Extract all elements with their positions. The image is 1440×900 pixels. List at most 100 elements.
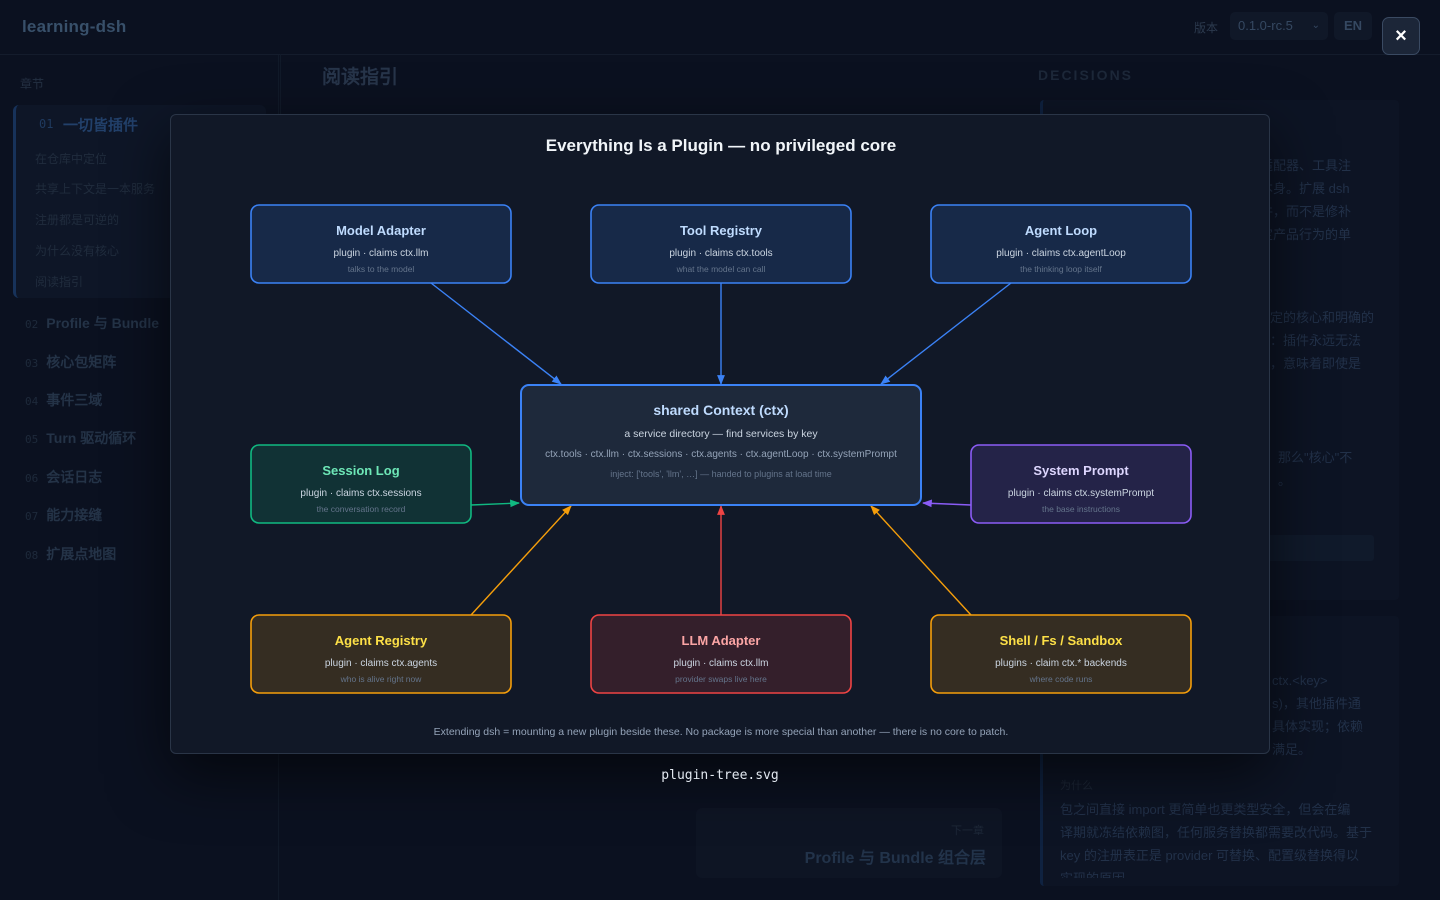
main-header (280, 54, 1007, 114)
chapter-title: 核心包矩阵 (46, 354, 117, 370)
version-select[interactable]: 0.1.0-rc.5 ⌄ (1230, 12, 1328, 40)
node-title: Tool Registry (680, 223, 763, 238)
node-box (250, 444, 472, 524)
node-title: System Prompt (1033, 463, 1129, 478)
diagram-title: Everything Is a Plugin — no privileged c… (546, 136, 896, 155)
node-shell-fs-sandbox: Shell / Fs / Sandbox plugins · claim ctx.… (930, 614, 1192, 694)
text-line: s)，其他插件通 (1272, 696, 1361, 711)
sidebar-subitem[interactable]: 在仓库中定位 (35, 152, 108, 166)
edge-agent-registry (470, 505, 572, 616)
node-desc: who is alive right now (340, 674, 423, 684)
close-icon: × (1395, 25, 1407, 47)
text-line: 本身。扩展 dsh (1260, 181, 1350, 196)
edge-system-prompt (922, 499, 972, 508)
shared-context-box (520, 384, 922, 506)
node-desc: provider swaps live here (675, 674, 767, 684)
diagram-edges (430, 282, 1012, 616)
node-agent-registry: Agent Registry plugin · claims ctx.agents… (250, 614, 512, 694)
node-title: Agent Loop (1025, 223, 1097, 238)
sidebar-item-chapter[interactable]: 07 能力接缝 (25, 505, 102, 525)
node-desc: the conversation record (317, 504, 406, 514)
shared-context-keys: ctx.tools · ctx.llm · ctx.sessions · ctx… (545, 449, 897, 460)
decision-text: 定的核心和明确的 ：插件永远无法 ，意味着即使是 (1270, 306, 1380, 375)
sidebar-heading: 章节 (20, 77, 45, 91)
node-title: Agent Registry (335, 633, 428, 648)
node-desc: the thinking loop itself (1020, 264, 1102, 274)
node-box (930, 614, 1192, 694)
node-claim: plugin · claims ctx.agents (325, 658, 437, 669)
shared-context-node: shared Context (ctx)a service directory … (520, 384, 922, 506)
node-box (250, 614, 512, 694)
next-chapter-title: Profile 与 Bundle 组合层 (804, 850, 986, 867)
chapter-number: 03 (25, 357, 39, 370)
chapter-title: Profile 与 Bundle (46, 315, 160, 331)
text-line: 适配器、工具注 (1260, 158, 1352, 173)
node-claim: plugin · claims ctx.agentLoop (996, 248, 1126, 259)
chapter-title: 会话日志 (46, 469, 103, 485)
text-line: ctx.<key> (1272, 673, 1328, 688)
sidebar-subitem[interactable]: 注册都是可逆的 (35, 213, 120, 227)
page-title: 阅读指引 (322, 67, 399, 88)
shared-context-note: inject: ['tools', 'llm', …] — handed to … (610, 469, 831, 479)
chapter-title: 能力接缝 (46, 507, 103, 523)
node-box (970, 444, 1192, 524)
next-chapter-card[interactable]: 下一章 Profile 与 Bundle 组合层 (696, 808, 1002, 878)
text-line: 那么"核心"不 (1278, 450, 1353, 465)
decision-text: 那么"核心"不 。 (1278, 446, 1378, 492)
chapter-number: 08 (25, 549, 39, 562)
top-bar: learning-dsh 版本 0.1.0-rc.5 ⌄ EN (0, 0, 1440, 55)
node-claim: plugins · claim ctx.* backends (995, 658, 1127, 669)
sidebar-subitem[interactable]: 阅读指引 (35, 275, 84, 289)
chapter-number: 05 (25, 433, 39, 446)
chapter-title: 扩展点地图 (46, 546, 117, 562)
node-title: Shell / Fs / Sandbox (1000, 633, 1124, 648)
text-line: 。 (1278, 473, 1292, 488)
sidebar-subitem[interactable]: 共享上下文是一本服务 (35, 182, 156, 196)
decision-text: ctx.<key> s)，其他插件通 具体实现；依赖 满足。 (1272, 669, 1382, 761)
shared-context-title: shared Context (ctx) (653, 402, 788, 418)
text-line: 定产品行为的单 (1260, 227, 1352, 242)
sidebar-item-chapter[interactable]: 06 会话日志 (25, 467, 102, 487)
sidebar-item-chapter[interactable]: 08 扩展点地图 (25, 544, 116, 564)
app-brand[interactable]: learning-dsh (22, 17, 127, 36)
text-line: ：插件永远无法 (1270, 333, 1362, 348)
text-line: 译期就冻结依赖图，任何服务替换都需要改代码。基于 (1060, 825, 1373, 840)
sidebar-item-chapter[interactable]: 03 核心包矩阵 (25, 352, 116, 372)
node-title: Session Log (322, 463, 399, 478)
why-label: 为什么 (1060, 780, 1093, 792)
decision-text: 适配器、工具注 本身。扩展 dsh 件，而不是修补 定产品行为的单 (1260, 154, 1380, 246)
language-button[interactable]: EN (1334, 12, 1372, 40)
version-value: 0.1.0-rc.5 (1238, 18, 1293, 33)
text-line: 件，而不是修补 (1260, 204, 1352, 219)
text-line: 定的核心和明确的 (1270, 310, 1375, 325)
chapter-number: 06 (25, 472, 39, 485)
chapter-title: Turn 驱动循环 (46, 430, 137, 446)
chapter-title: 一切皆插件 (63, 117, 139, 134)
edge-session-log (470, 499, 520, 508)
node-box (590, 204, 852, 284)
image-caption: plugin-tree.svg (661, 768, 779, 783)
node-desc: what the model can call (676, 264, 766, 274)
node-title: LLM Adapter (682, 633, 761, 648)
close-button[interactable]: × (1382, 17, 1420, 55)
node-box (930, 204, 1192, 284)
decisions-heading: DECISIONS (1038, 67, 1134, 83)
node-box (250, 204, 512, 284)
sidebar-item-chapter[interactable]: 05 Turn 驱动循环 (25, 428, 136, 448)
chapter-number: 07 (25, 510, 39, 523)
node-desc: the base instructions (1042, 504, 1120, 514)
text-line: 具体实现；依赖 (1272, 719, 1364, 734)
node-box (590, 614, 852, 694)
chapter-title: 事件三域 (46, 392, 103, 408)
text-line: 满足。 (1272, 742, 1312, 757)
sidebar-subitem[interactable]: 为什么没有核心 (35, 244, 120, 258)
text-line: 实现的原因 (1060, 867, 1390, 878)
plugin-tree-diagram: Everything Is a Plugin — no privileged c… (250, 136, 1192, 738)
chapter-number: 01 (39, 117, 54, 131)
